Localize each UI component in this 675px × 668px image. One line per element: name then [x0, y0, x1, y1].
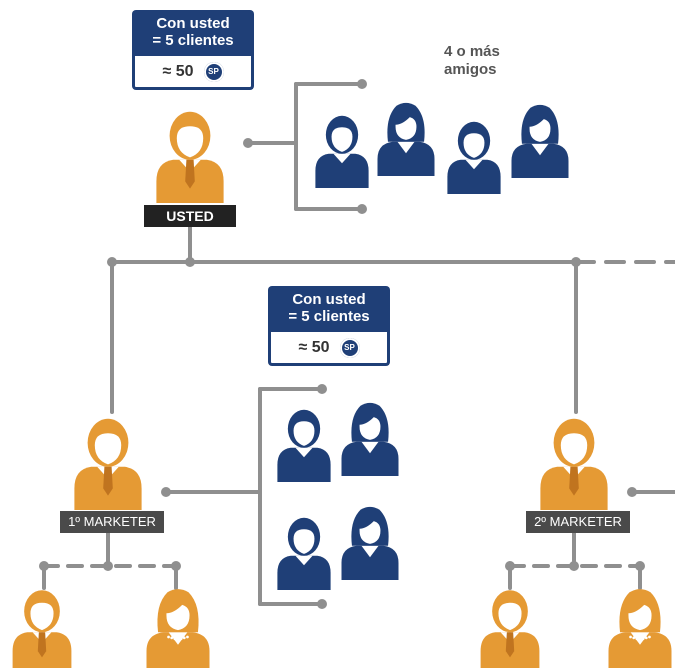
friend-male-icon — [315, 115, 369, 188]
friend-female-icon — [341, 402, 399, 476]
downline-male-icon — [480, 590, 540, 668]
marketer1-label: 1º MARKETER — [60, 511, 164, 533]
badge-header: Con usted = 5 clientes — [268, 286, 390, 332]
friends-note-line1: 4 o más — [444, 43, 500, 60]
friend-male-icon — [447, 121, 501, 194]
friend-female-icon — [341, 506, 399, 580]
badge-value-row: ≈ 50 SP — [132, 56, 254, 90]
badge-line2: = 5 clientes — [152, 32, 234, 49]
marketer2-label: 2º MARKETER — [526, 511, 630, 533]
badge-line1: Con usted — [156, 15, 230, 32]
top-info-badge: Con usted = 5 clientes ≈ 50 SP — [132, 10, 254, 90]
friend-female-icon — [377, 102, 435, 176]
usted-label: USTED — [144, 205, 236, 227]
friend-male-icon — [277, 517, 331, 590]
badge-value: ≈ 50 — [298, 338, 330, 356]
friend-male-icon — [277, 409, 331, 482]
downline-female-icon — [608, 589, 672, 668]
friend-female-icon — [511, 104, 569, 178]
badge-line1: Con usted — [292, 291, 366, 308]
badge-value-row: ≈ 50 SP — [268, 332, 390, 366]
usted-person-icon — [156, 111, 224, 203]
downline-female-icon — [146, 589, 210, 668]
marketer1-person-icon — [74, 418, 142, 510]
badge-value: ≈ 50 — [162, 62, 194, 80]
mid-info-badge: Con usted = 5 clientes ≈ 50 SP — [268, 286, 390, 366]
sp-coin-icon: SP — [203, 61, 224, 82]
friends-note-line2: amigos — [444, 61, 497, 78]
sp-coin-icon: SP — [339, 337, 360, 358]
badge-header: Con usted = 5 clientes — [132, 10, 254, 56]
badge-line2: = 5 clientes — [288, 308, 370, 325]
marketer2-person-icon — [540, 418, 608, 510]
downline-male-icon — [12, 590, 72, 668]
friends-note: 4 o más amigos — [444, 43, 500, 79]
